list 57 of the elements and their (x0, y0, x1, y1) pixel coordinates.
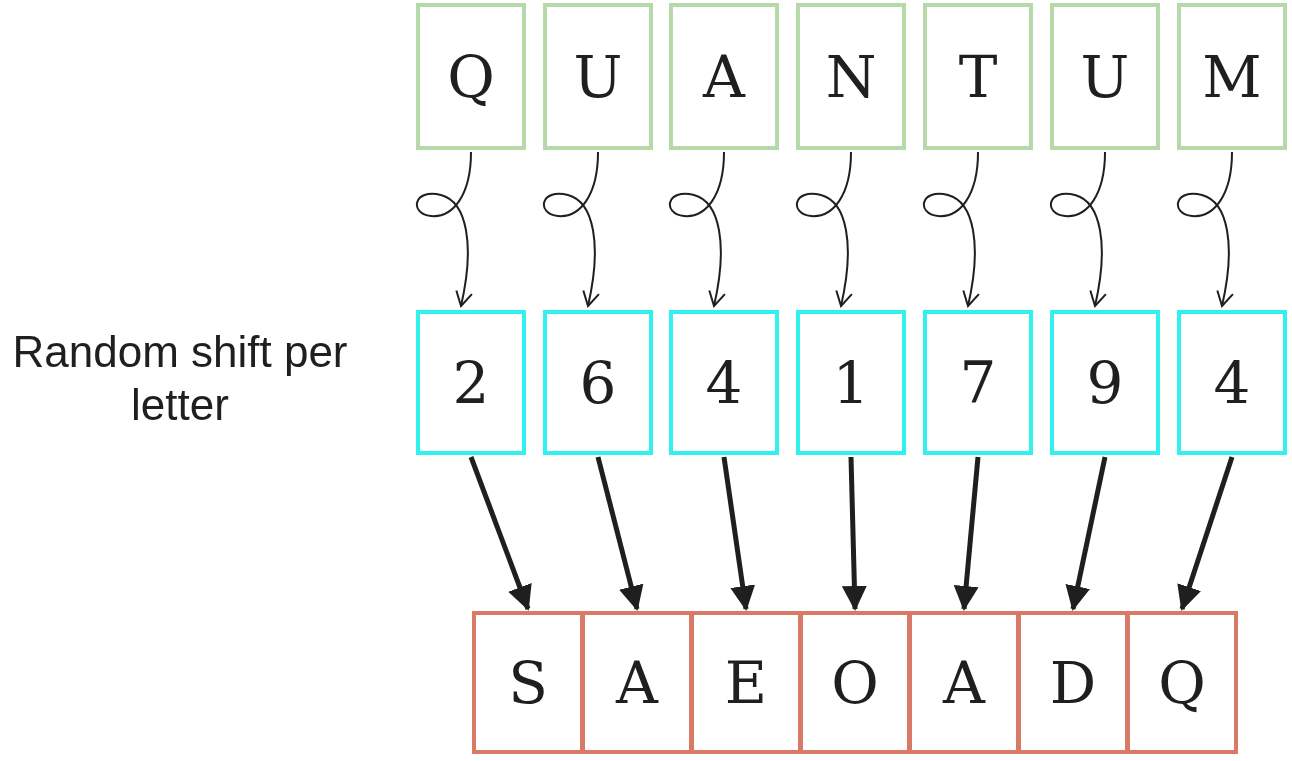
letter: S (508, 653, 548, 712)
letter: A (943, 653, 985, 712)
shift-box (543, 310, 653, 455)
curly-arrow (668, 151, 726, 307)
curly-arrow (1176, 151, 1234, 307)
cipher-box (1017, 611, 1129, 754)
shift-box (923, 310, 1033, 455)
letter-box (416, 3, 526, 150)
letter: 4 (705, 353, 743, 412)
arrow (841, 456, 867, 611)
letter-box (1177, 3, 1287, 150)
letter: 1 (832, 353, 870, 412)
letter: U (1080, 47, 1130, 106)
arrow (953, 456, 981, 611)
letter: U (573, 47, 623, 106)
letter: T (958, 47, 998, 106)
cipher-box (799, 611, 911, 754)
letter: E (724, 653, 768, 712)
letter-box (1050, 3, 1160, 150)
curly-arrow (542, 151, 600, 307)
shift-box (1177, 310, 1287, 455)
letter: 7 (959, 353, 997, 412)
arrow (468, 456, 532, 611)
arrow (1177, 456, 1235, 611)
letter-box (796, 3, 906, 150)
letter: Q (447, 47, 495, 106)
side-label: Random shift per letter (11, 326, 349, 431)
letter-box (543, 3, 653, 150)
letter: 6 (579, 353, 617, 412)
cipher-box (472, 611, 584, 754)
letter: 9 (1086, 353, 1124, 412)
letter: 2 (452, 353, 490, 412)
curly-arrow (922, 151, 980, 307)
curly-arrow (795, 151, 853, 307)
letter-box (923, 3, 1033, 150)
arrow (1065, 456, 1108, 611)
curly-arrow (1049, 151, 1107, 307)
shift-box (416, 310, 526, 455)
letter: A (703, 47, 745, 106)
letter: D (1049, 653, 1097, 712)
cipher-box (1126, 611, 1238, 754)
letter-box (669, 3, 779, 150)
cipher-box (581, 611, 693, 754)
letter: 4 (1213, 353, 1251, 412)
shift-box (796, 310, 906, 455)
letter: N (825, 47, 877, 106)
shift-box (669, 310, 779, 455)
cipher-box (908, 611, 1020, 754)
curly-arrow (415, 151, 473, 307)
letter: A (616, 653, 658, 712)
arrow (721, 456, 756, 611)
arrow (595, 456, 644, 611)
shift-box (1050, 310, 1160, 455)
letter: M (1202, 47, 1262, 106)
letter: O (831, 653, 879, 712)
cipher-box (690, 611, 802, 754)
letter: Q (1158, 653, 1206, 712)
